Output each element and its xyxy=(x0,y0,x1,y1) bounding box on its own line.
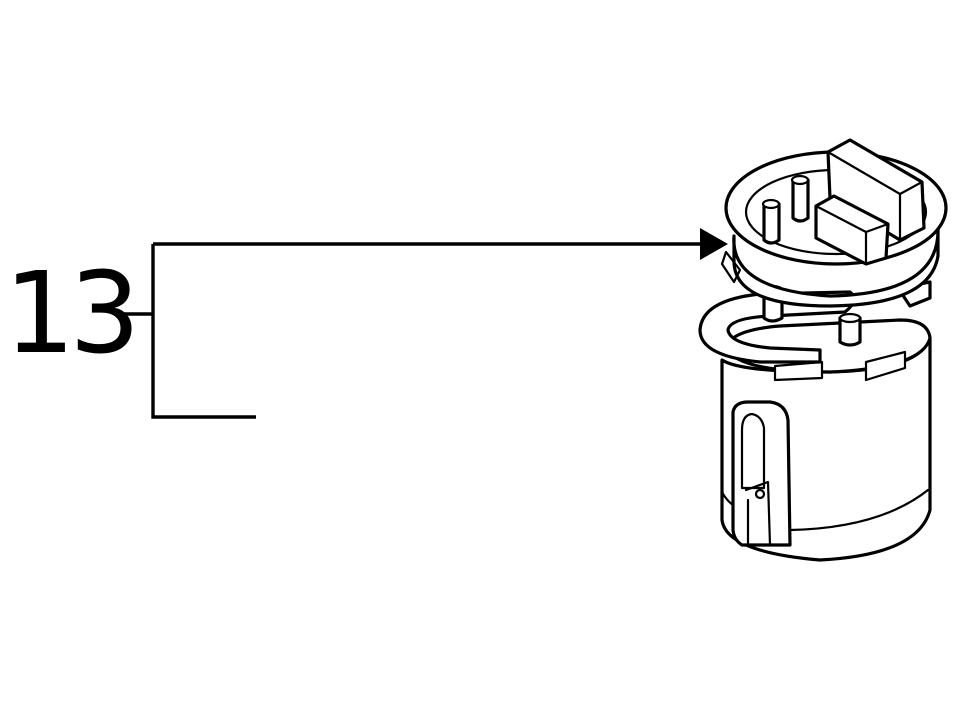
window-bracket xyxy=(744,480,772,547)
window-screw xyxy=(754,488,766,500)
flange-lug xyxy=(720,250,742,284)
arrowhead-icon xyxy=(700,228,728,260)
fuel-pump-module-icon xyxy=(698,138,948,562)
support-post-right xyxy=(838,316,862,347)
rim-tab-right xyxy=(864,350,907,382)
flange-skirt xyxy=(732,226,940,308)
support-post-right-cap xyxy=(838,312,862,324)
callout-leader xyxy=(118,228,728,419)
leader-bracket xyxy=(151,244,256,419)
callout-number-label: 13 xyxy=(4,249,140,379)
fuel-outlet-fitting xyxy=(814,194,890,266)
fuel-line-loop xyxy=(698,290,856,364)
terminal-pin-tall-cap xyxy=(790,174,810,186)
terminal-pin-short-cap xyxy=(761,198,781,210)
canister-bottom-band xyxy=(788,488,930,532)
rim-tab-left xyxy=(773,360,824,382)
window-inner-slot xyxy=(740,412,766,490)
terminal-pin-short xyxy=(762,202,781,245)
terminal-pin-tall xyxy=(791,178,810,223)
